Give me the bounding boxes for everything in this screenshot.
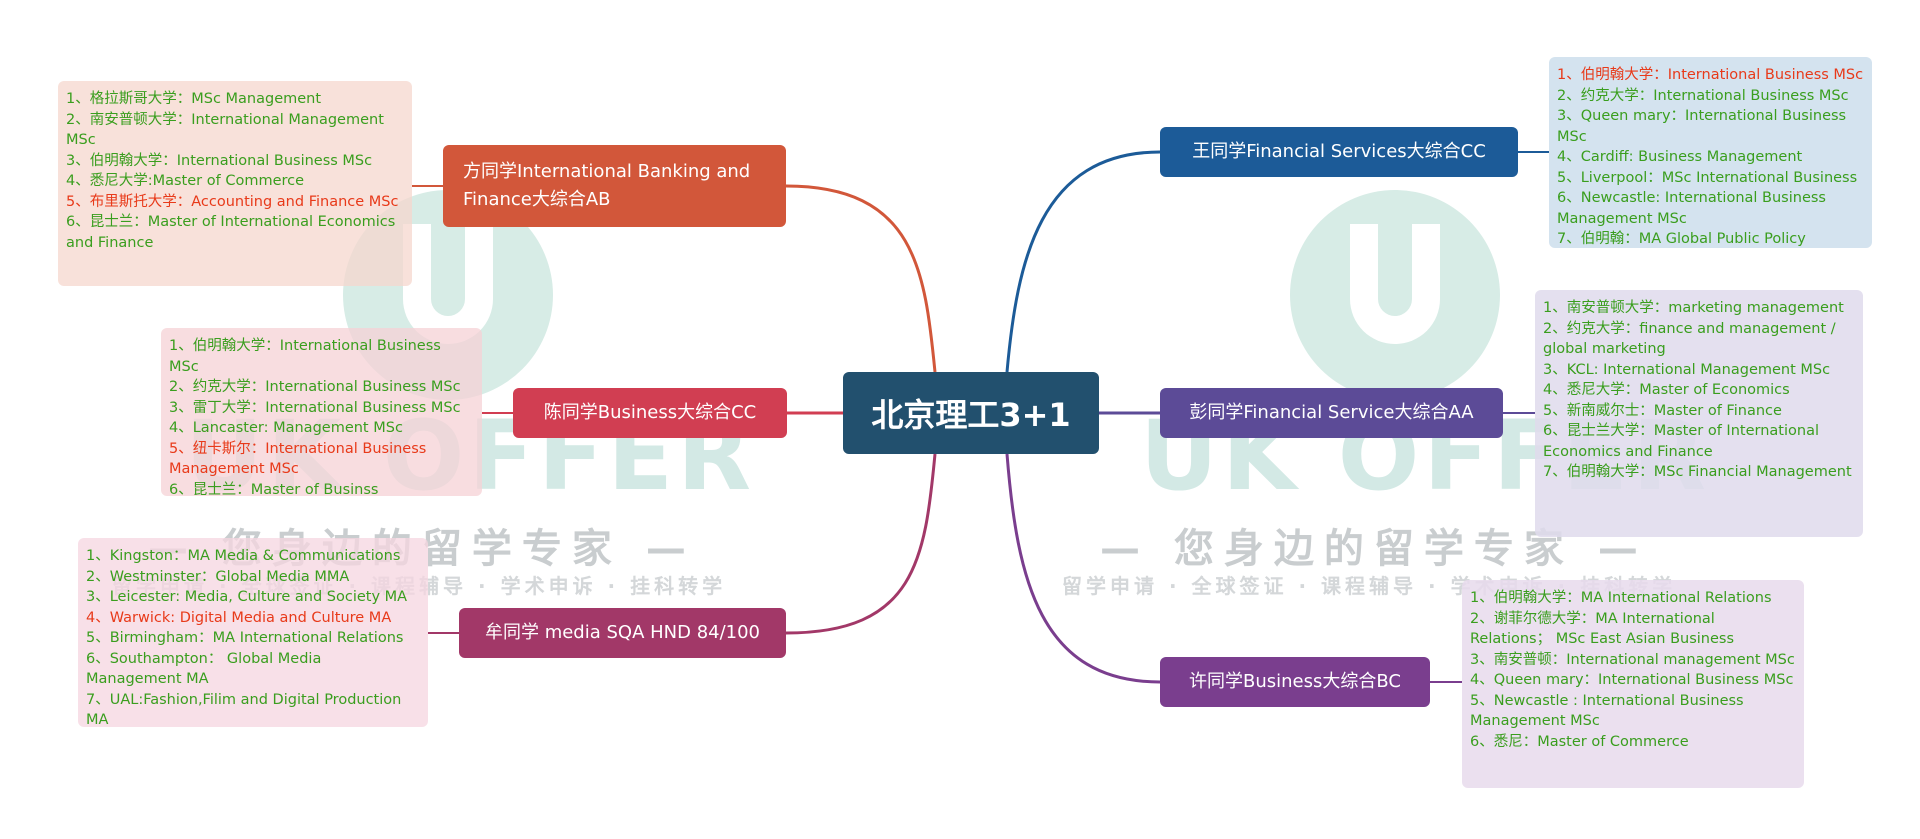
connector-mou [785,453,937,635]
list-item: 6、Southampton： Global Media Management M… [86,650,322,688]
list-item: 2、约克大学：International Business MSc [169,379,461,395]
list-item: 2、谢菲尔德大学：MA International Relations； MSc… [1470,610,1735,648]
leaf-list-mou: 1、Kingston：MA Media & Communications 2、W… [78,538,428,728]
branch-chen[interactable]: 陈同学Business大综合CC [513,388,787,438]
list-item: 6、昆士兰：Master of Businss [169,481,379,498]
list-item: 1、伯明翰大学：International Business MSc [1557,67,1864,83]
list-item: 5、Birmingham：MA International Relations [86,630,404,646]
list-item: 6、悉尼：Master of Commerce [1470,733,1689,750]
branch-wang[interactable]: 王同学Financial Services大综合CC [1160,127,1518,177]
list-item: 4、Lancaster: Management MSc [169,420,403,436]
list-item: 1、Kingston：MA Media & Communications [86,548,401,564]
branch-peng-label: 彭同学Financial Service大综合AA [1189,402,1474,423]
branch-fang-label: 方同学International Banking and Finance大综合A… [463,161,751,210]
list-item: 5、新南威尔士：Master of Finance [1543,402,1782,419]
list-item: 4、Warwick: Digital Media and Culture MA [86,609,392,626]
list-item: 4、Cardiff: Business Management [1557,149,1803,165]
center-node[interactable]: 北京理工3+1 [843,372,1099,454]
leaf-list-chen: 1、伯明翰大学：International Business MSc 2、约克大… [161,328,482,498]
connector-fang [785,184,937,373]
list-item: 3、Queen mary：International Business MSc [1557,108,1847,145]
list-item: 6、Newcastle: International Business Mana… [1557,190,1826,227]
branch-fang[interactable]: 方同学International Banking and Finance大综合A… [443,145,786,227]
list-item: 1、南安普顿大学：marketing management [1543,300,1844,316]
leaf-list-wang: 1、伯明翰大学：International Business MSc 2、约克大… [1549,57,1872,248]
list-item: 3、伯明翰大学：International Business MSc [66,152,373,169]
list-item: 7、UAL:Fashion,Filim and Digital Producti… [86,691,402,729]
branch-mou-label: 牟同学 media SQA HND 84/100 [484,622,761,643]
branch-wang-label: 王同学Financial Services大综合CC [1192,141,1486,162]
list-item: 4、悉尼大学:Master of Commerce [66,173,305,189]
list-item: 3、雷丁大学：International Business MSc [169,399,461,416]
list-item: 7、伯明翰：MA Global Public Policy [1557,231,1806,247]
list-item: 4、悉尼大学：Master of Economics [1543,382,1790,398]
list-item: 5、Liverpool：MSc International Business [1557,169,1858,186]
list-item: 3、南安普顿：International management MSc [1470,651,1795,668]
branch-xu-label: 许同学Business大综合BC [1189,671,1401,692]
branch-chen-label: 陈同学Business大综合CC [543,402,757,423]
leaf-list-peng: 1、南安普顿大学：marketing management 2、约克大学：fin… [1535,290,1863,537]
list-item: 1、伯明翰大学：International Business MSc [169,338,441,375]
list-item: 6、昆士兰大学：Master of International Economic… [1543,423,1819,460]
list-item: 2、南安普顿大学：International Management MSc [66,111,384,149]
leaf-list-xu: 1、伯明翰大学：MA International Relations 2、谢菲尔… [1462,580,1804,788]
branch-mou[interactable]: 牟同学 media SQA HND 84/100 [459,608,786,658]
list-item: 3、Leicester: Media, Culture and Society … [86,589,408,605]
connector-wang [1005,150,1161,373]
list-item: 5、Newcastle : International Business Man… [1470,692,1744,730]
list-item: 3、KCL: International Management MSc [1543,361,1831,378]
list-item: 5、布里斯托大学：Accounting and Finance MSc [66,193,399,210]
list-item: 2、约克大学：finance and management / global m… [1543,320,1836,358]
list-item: 5、纽卡斯尔：International Business Management… [169,440,427,478]
list-item: 1、伯明翰大学：MA International Relations [1470,590,1772,606]
list-item: 2、约克大学：International Business MSc [1557,87,1849,104]
branch-xu[interactable]: 许同学Business大综合BC [1160,657,1430,707]
list-item: 2、Westminster：Global Media MMA [86,568,350,585]
list-item: 7、伯明翰大学：MSc Financial Management [1543,464,1852,480]
connector-xu [1005,453,1161,684]
list-item: 1、格拉斯哥大学：MSc Management [66,91,322,107]
branch-peng[interactable]: 彭同学Financial Service大综合AA [1160,388,1503,438]
list-item: 6、昆士兰：Master of International Economics … [66,214,396,251]
list-item: 4、Queen mary：International Business MSc [1470,672,1794,688]
leaf-list-fang: 1、格拉斯哥大学：MSc Management 2、南安普顿大学：Interna… [58,81,412,286]
